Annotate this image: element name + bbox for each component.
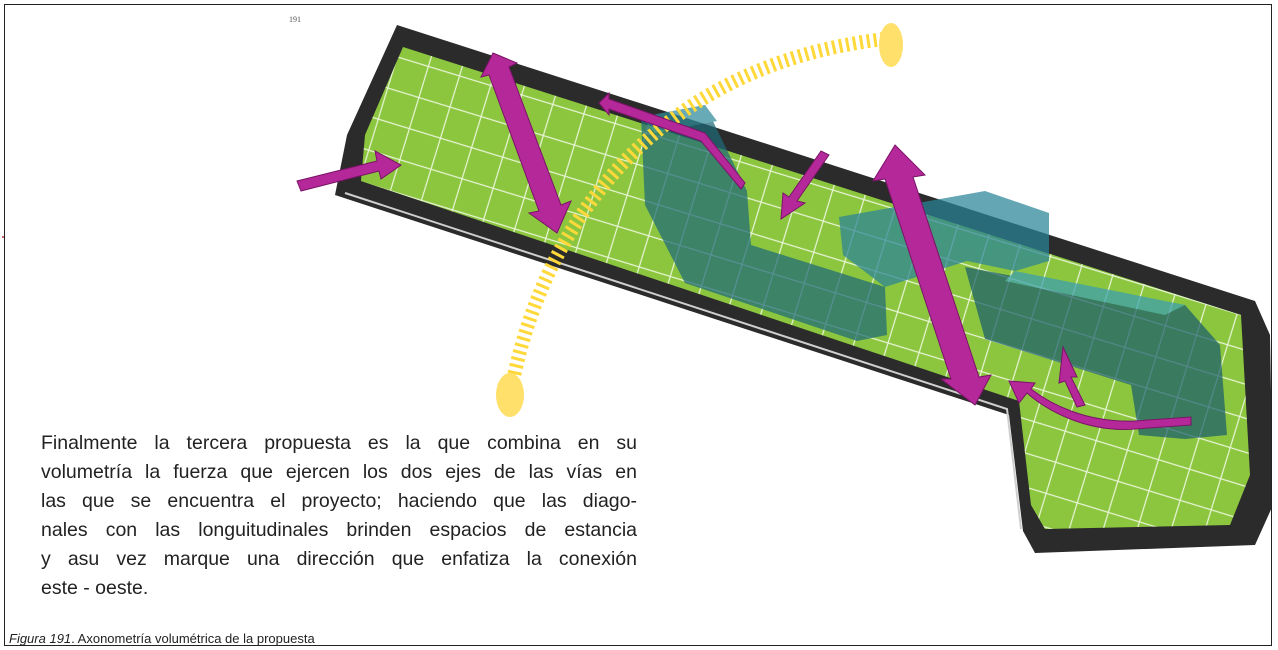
- paragraph-line: este - oeste.: [41, 576, 149, 599]
- figure-caption: Figura 191. Axonometría volumétrica de l…: [9, 631, 315, 646]
- arrow-east-up: [1058, 345, 1086, 408]
- description-paragraph: Finalmente la tercera propuesta es la qu…: [41, 429, 637, 602]
- margin-mark: [2, 236, 4, 238]
- volume-east-top: [1005, 271, 1185, 315]
- paragraph-line: nales con las longuitudinales brinden es…: [41, 518, 637, 541]
- axonometric-diagram: [296, 23, 1271, 553]
- site-base-edge: [344, 192, 1022, 530]
- arrow-diagonal-small: [780, 150, 830, 220]
- arrow-east-curve: [1008, 380, 1192, 430]
- building-volumes: [641, 105, 1227, 439]
- arrow-west-entry: [296, 150, 402, 192]
- sun-position-start: [496, 373, 524, 417]
- volume-north-bar: [839, 191, 1049, 287]
- paragraph-line: volumetría la fuerza que ejercen los dos…: [41, 460, 637, 483]
- volume-west: [641, 105, 887, 341]
- figure-caption-label: Figura 191: [9, 631, 72, 646]
- arrow-top-path: [598, 91, 746, 190]
- flow-arrows: [296, 52, 1192, 430]
- sun-position-end: [879, 23, 903, 67]
- page-number: 191: [289, 15, 301, 24]
- page-frame: 191: [4, 4, 1272, 646]
- paragraph-line: y asu vez marque una dirección que enfat…: [41, 547, 637, 570]
- figure-caption-text: . Axonometría volumétrica de la propuest…: [71, 631, 315, 646]
- paragraph-line: Finalmente la tercera propuesta es la qu…: [41, 432, 637, 454]
- paragraph-line: las que se encuentra el proyecto; hacien…: [41, 489, 637, 512]
- arrow-main-diagonal: [872, 144, 992, 406]
- arrow-north-south: [480, 52, 572, 234]
